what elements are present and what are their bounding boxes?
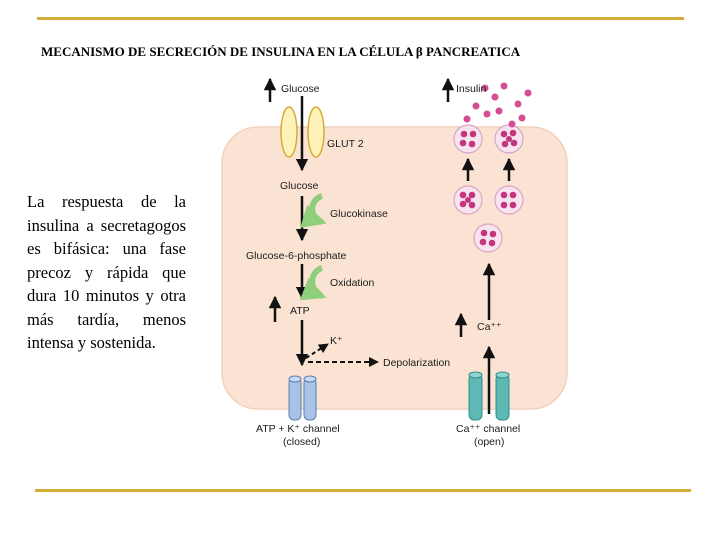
released-insulin: [463, 82, 532, 128]
slide-description: La respuesta de la insulina a secretagog…: [27, 192, 186, 352]
insulin-granule: [494, 124, 524, 154]
ca-channel-label: Ca⁺⁺ channel: [456, 423, 520, 435]
glucose6p-label: Glucose-6-phosphate: [246, 250, 347, 262]
insulin-granule: [453, 185, 483, 215]
ca-channel: [468, 371, 510, 421]
katp-channel-label: ATP + K⁺ channel: [256, 423, 340, 435]
glucokinase-label: Glucokinase: [330, 208, 388, 220]
k-efflux-arrow: [305, 343, 329, 359]
glucokinase-arrow-icon: [300, 193, 327, 228]
ca-state-label: (open): [474, 436, 504, 448]
oxidation-label: Oxidation: [330, 277, 375, 289]
katp-state-label: (closed): [283, 436, 320, 448]
glucose-outside-label: Glucose: [281, 83, 320, 95]
ca-label: Ca⁺⁺: [477, 321, 502, 333]
glucose-inside-label: Glucose: [280, 180, 319, 192]
glut2-transporter: [280, 106, 325, 158]
insulin-granule: [453, 124, 483, 154]
bottom-rule: [35, 489, 691, 492]
atp-label: ATP: [290, 305, 310, 317]
k-label: K⁺: [330, 335, 343, 347]
katp-channel: [288, 375, 317, 421]
oxidation-arrow-icon: [299, 265, 327, 301]
insulin-label: Insulin: [456, 83, 487, 95]
glut2-label: GLUT 2: [327, 138, 364, 150]
insulin-granule: [473, 223, 503, 253]
top-rule: [37, 17, 684, 20]
insulin-granule: [494, 185, 524, 215]
depolarization-label: Depolarization: [383, 357, 450, 369]
slide-title: MECANISMO DE SECRECIÓN DE INSULINA EN LA…: [41, 44, 521, 59]
